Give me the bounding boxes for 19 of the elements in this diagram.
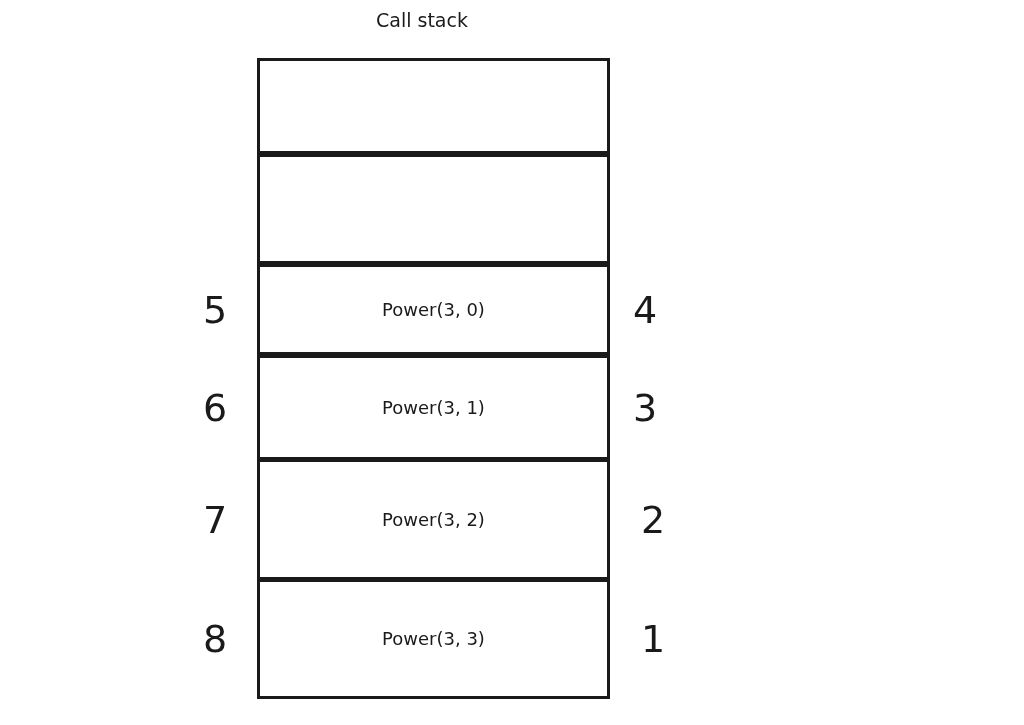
frame-label: Power(3, 1) xyxy=(382,395,485,420)
step-number: 4 xyxy=(631,287,659,332)
empty-stack-frame xyxy=(257,154,610,264)
stack-frame xyxy=(257,579,610,699)
frame-label: Power(3, 2) xyxy=(382,507,485,532)
stack-frame xyxy=(257,355,610,460)
step-number: 2 xyxy=(639,497,667,542)
stack-frame xyxy=(257,459,610,580)
step-number: 3 xyxy=(631,385,659,430)
step-number: 1 xyxy=(639,617,667,661)
step-number: 6 xyxy=(201,385,229,430)
frame-label: Power(3, 3) xyxy=(382,627,485,651)
empty-stack-frame xyxy=(257,58,610,154)
diagram-title: Call stack xyxy=(375,8,469,33)
step-number: 8 xyxy=(201,617,229,661)
step-number: 5 xyxy=(201,287,229,332)
frame-label: Power(3, 0) xyxy=(382,297,485,322)
stack-frame xyxy=(257,264,610,355)
step-number: 7 xyxy=(201,497,229,542)
